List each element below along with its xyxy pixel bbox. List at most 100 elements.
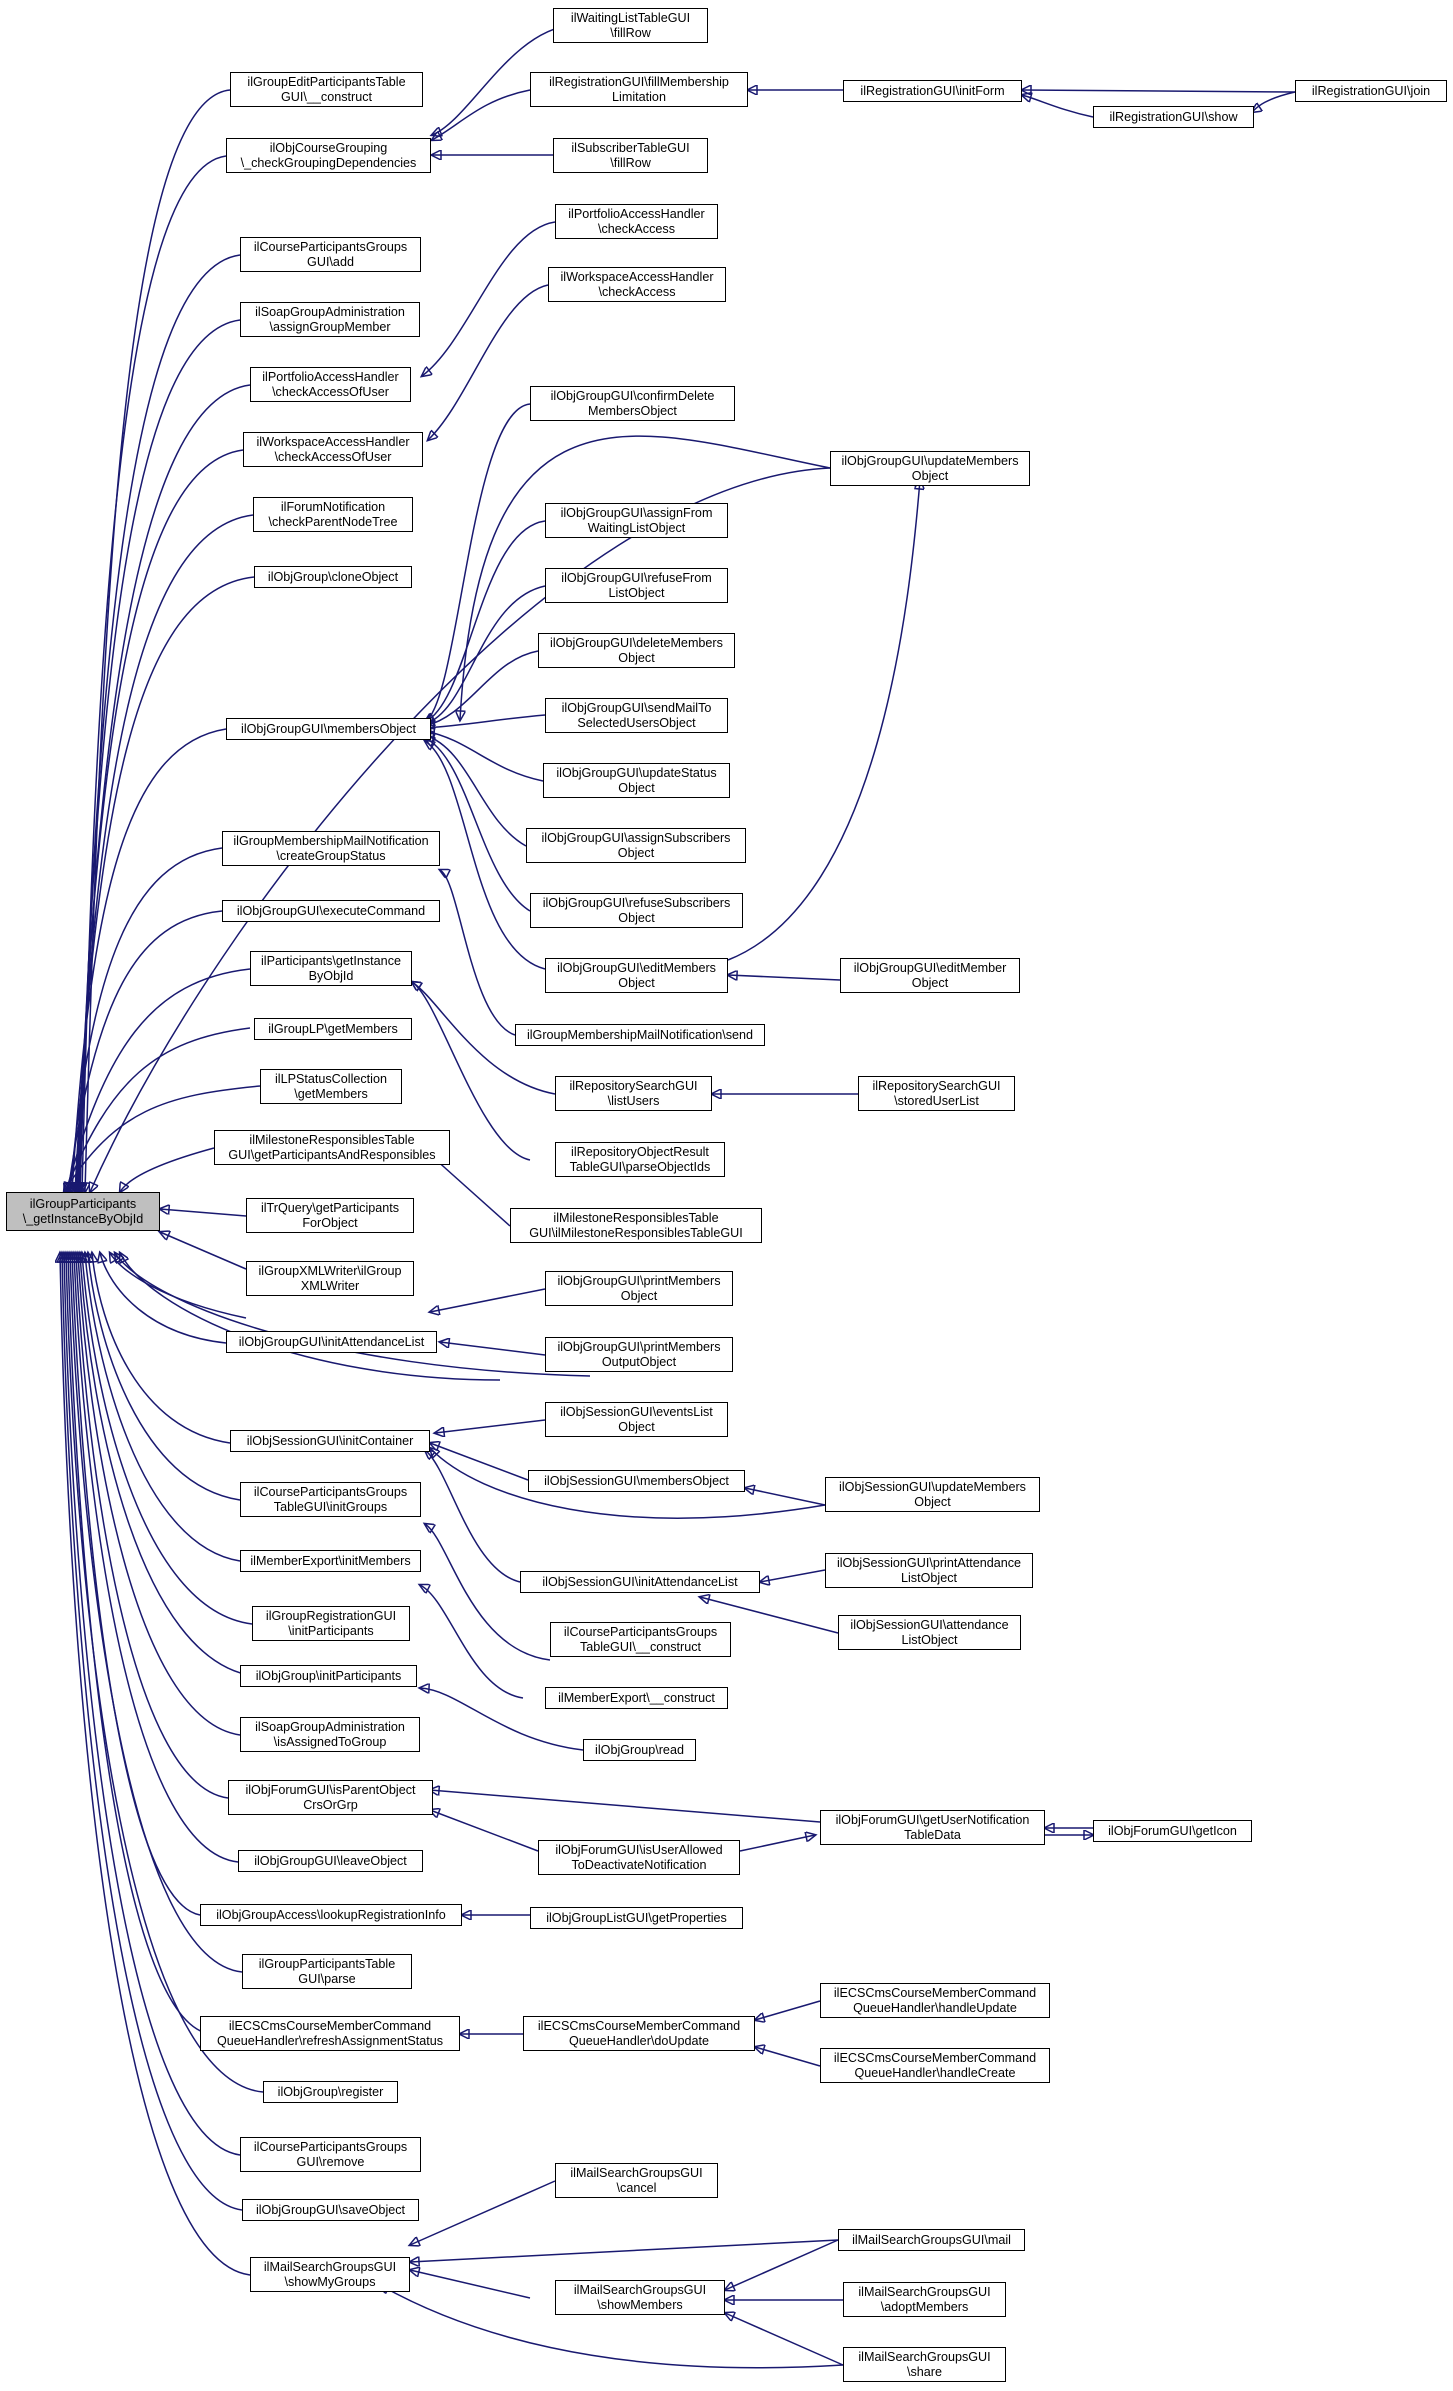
node-label: ilMilestoneResponsiblesTable <box>249 1132 415 1147</box>
node-reg-initform[interactable]: ilRegistrationGUI\initForm <box>843 80 1022 102</box>
node-save-object[interactable]: ilObjGroupGUI\saveObject <box>242 2199 419 2221</box>
node-repo-search-list-users[interactable]: ilRepositorySearchGUI\listUsers <box>555 1076 712 1111</box>
node-mail-notif-send[interactable]: ilGroupMembershipMailNotification\send <box>515 1024 765 1046</box>
node-soap-is-assigned[interactable]: ilSoapGroupAdministration\isAssignedToGr… <box>240 1717 420 1752</box>
node-soap-assign[interactable]: ilSoapGroupAdministration\assignGroupMem… <box>240 302 420 337</box>
node-mail-show-my-groups[interactable]: ilMailSearchGroupsGUI\showMyGroups <box>250 2257 410 2292</box>
node-leave-object[interactable]: ilObjGroupGUI\leaveObject <box>238 1850 423 1872</box>
node-session-members[interactable]: ilObjSessionGUI\membersObject <box>528 1470 745 1492</box>
node-portfolio-check-user[interactable]: ilPortfolioAccessHandler\checkAccessOfUs… <box>250 367 411 402</box>
node-repo-search-stored[interactable]: ilRepositorySearchGUI\storedUserList <box>858 1076 1015 1111</box>
node-workspace-check-user[interactable]: ilWorkspaceAccessHandler\checkAccessOfUs… <box>243 432 423 467</box>
node-group-register[interactable]: ilObjGroup\register <box>263 2081 398 2103</box>
node-root[interactable]: ilGroupParticipants\_getInstanceByObjId <box>6 1192 160 1231</box>
node-label: ForObject <box>302 1215 358 1230</box>
node-label: ilMailSearchGroupsGUI <box>858 2349 991 2364</box>
node-label: QueueHandler\refreshAssignmentStatus <box>216 2033 444 2048</box>
node-session-init-attendance[interactable]: ilObjSessionGUI\initAttendanceList <box>520 1571 760 1593</box>
node-init-attendance[interactable]: ilObjGroupGUI\initAttendanceList <box>226 1331 437 1353</box>
node-mail-adopt[interactable]: ilMailSearchGroupsGUI\adoptMembers <box>843 2282 1006 2317</box>
node-lp-status-get-members[interactable]: ilLPStatusCollection\getMembers <box>260 1069 402 1104</box>
node-mail-notif-create[interactable]: ilGroupMembershipMailNotification\create… <box>222 831 440 866</box>
node-label: ilTrQuery\getParticipants <box>260 1200 400 1215</box>
node-group-list-props[interactable]: ilObjGroupListGUI\getProperties <box>530 1907 743 1929</box>
node-label: ilObjGroupListGUI\getProperties <box>546 1910 727 1925</box>
node-lookup-reg-info[interactable]: ilObjGroupAccess\lookupRegistrationInfo <box>200 1904 462 1926</box>
node-group-clone[interactable]: ilObjGroup\cloneObject <box>254 566 412 588</box>
node-execute-command[interactable]: ilObjGroupGUI\executeCommand <box>222 900 440 922</box>
node-members-object[interactable]: ilObjGroupGUI\membersObject <box>226 718 431 740</box>
node-group-reg-init[interactable]: ilGroupRegistrationGUI\initParticipants <box>252 1606 410 1641</box>
node-label: ilObjGroup\read <box>595 1742 684 1757</box>
node-check-grouping[interactable]: ilObjCourseGrouping\_checkGroupingDepend… <box>226 138 431 173</box>
node-label: ilGroupParticipantsTable <box>258 1956 396 1971</box>
node-group-read[interactable]: ilObjGroup\read <box>583 1739 696 1761</box>
node-label: ilObjGroupGUI\editMembers <box>557 960 716 975</box>
node-label: ilRegistrationGUI\join <box>1311 83 1431 98</box>
node-reg-show[interactable]: ilRegistrationGUI\show <box>1093 106 1254 128</box>
node-session-init-container[interactable]: ilObjSessionGUI\initContainer <box>230 1430 430 1452</box>
node-mail-share[interactable]: ilMailSearchGroupsGUI\share <box>843 2347 1006 2382</box>
node-label: QueueHandler\doUpdate <box>568 2033 710 2048</box>
node-label: \cancel <box>616 2180 657 2195</box>
node-label: ilObjSessionGUI\initAttendanceList <box>542 1574 738 1589</box>
node-label: Object <box>618 910 655 925</box>
node-forum-get-icon[interactable]: ilObjForumGUI\getIcon <box>1093 1820 1252 1842</box>
node-mail-show-members[interactable]: ilMailSearchGroupsGUI\showMembers <box>555 2280 725 2315</box>
node-label: ilObjGroupGUI\saveObject <box>255 2202 406 2217</box>
node-member-export-ctor[interactable]: ilMemberExport\__construct <box>545 1687 728 1709</box>
node-group-init-participants[interactable]: ilObjGroup\initParticipants <box>240 1665 417 1687</box>
node-subscriber-fillrow[interactable]: ilSubscriberTableGUI\fillRow <box>553 138 708 173</box>
node-reg-join[interactable]: ilRegistrationGUI\join <box>1295 80 1447 102</box>
node-portfolio-check[interactable]: ilPortfolioAccessHandler\checkAccess <box>555 204 718 239</box>
node-waiting-fillrow[interactable]: ilWaitingListTableGUI\fillRow <box>553 8 708 43</box>
node-forum-check-parent[interactable]: ilForumNotification\checkParentNodeTree <box>253 497 413 532</box>
node-mail-cancel[interactable]: ilMailSearchGroupsGUI\cancel <box>555 2163 718 2198</box>
node-label: \createGroupStatus <box>276 848 386 863</box>
node-label: TableGUI\initGroups <box>273 1499 388 1514</box>
node-member-export-init[interactable]: ilMemberExport\initMembers <box>240 1550 421 1572</box>
node-label: GUI\getParticipantsAndResponsibles <box>228 1147 436 1162</box>
node-mail-mail[interactable]: ilMailSearchGroupsGUI\mail <box>838 2229 1025 2251</box>
node-workspace-check[interactable]: ilWorkspaceAccessHandler\checkAccess <box>548 267 726 302</box>
node-lp-get-members[interactable]: ilGroupLP\getMembers <box>254 1018 412 1040</box>
node-label: ListObject <box>608 585 665 600</box>
